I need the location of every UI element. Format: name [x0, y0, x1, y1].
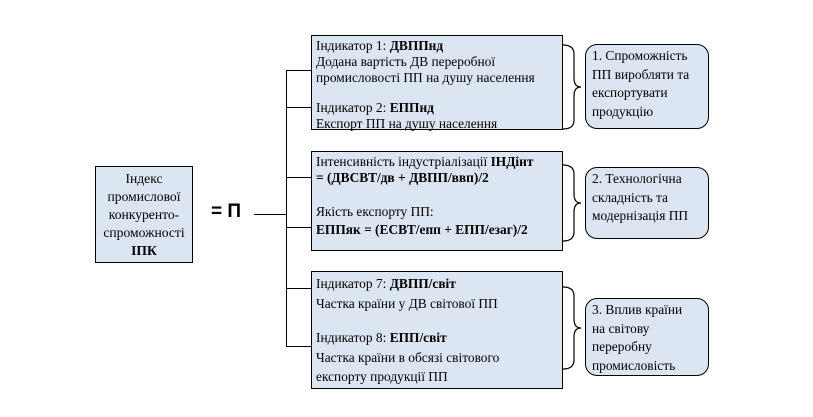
result-3-line: переробну — [592, 339, 652, 354]
indicator-group-2-box: Інтенсивність індустріалізації ІНДінт = … — [311, 151, 563, 251]
indicator-1-desc: промисловості ПП на душу населення — [316, 70, 535, 85]
connector-branch — [286, 288, 312, 289]
indicator-8-desc: експорту продукції ПП — [316, 369, 448, 384]
indicator-2-title: Індикатор 2: ЕППнд — [316, 100, 434, 115]
result-3-line: промисловість — [592, 357, 676, 373]
index-label-line: спроможності — [103, 225, 185, 240]
industrialization-intensity-formula: = (ДВСВТ/дв + ДВПП/ввп)/2 — [316, 170, 489, 185]
connector-branch — [286, 227, 312, 228]
result-box-1: 1. Спроможність ПП виробляти та експорту… — [585, 44, 709, 129]
brace-1 — [562, 44, 582, 130]
index-label-line: промислової — [107, 189, 181, 204]
indicator-1-desc: Додана вартість ДВ переробної — [316, 54, 496, 69]
index-box: Індекс промислової конкуренто- спроможно… — [95, 166, 193, 263]
result-1-line: 1. Спроможність — [592, 48, 688, 63]
connector-branch — [286, 346, 312, 347]
result-2-line: 2. Технологічна — [592, 171, 682, 186]
indicator-8-title: Індикатор 8: ЕПП/світ — [316, 330, 447, 345]
indicator-8-desc: Частка країни в обсязі світового — [316, 350, 500, 365]
indicator-group-1-box: Індикатор 1: ДВППнд Додана вартість ДВ п… — [311, 35, 563, 131]
connector-branch — [286, 107, 312, 108]
result-3-line: на світову — [592, 320, 650, 336]
connector-branch — [286, 177, 312, 178]
result-box-3: 3. Вплив країни на світову переробну про… — [585, 298, 709, 376]
index-label-line: конкуренто- — [108, 207, 180, 222]
indicator-2-desc: Експорт ПП на душу населення — [316, 116, 498, 131]
result-box-2: 2. Технологічна складність та модернізац… — [585, 167, 709, 239]
export-quality-title: Якість експорту ПП: — [316, 204, 434, 219]
connector-main-horizontal — [254, 214, 287, 215]
indicator-1-title: Індикатор 1: ДВППнд — [316, 38, 444, 53]
result-2-line: модернізація ПП — [592, 208, 689, 223]
connector-vertical-trunk — [286, 70, 287, 347]
index-label-line: Індекс — [125, 171, 163, 186]
result-1-line: експортувати — [592, 85, 668, 100]
result-2-line: складність та — [592, 189, 668, 205]
brace-3 — [562, 286, 582, 370]
connector-branch — [286, 70, 312, 71]
indicator-group-3-box: Індикатор 7: ДВПП/світ Частка країни у Д… — [311, 271, 563, 389]
result-1-line: продукцію — [592, 103, 654, 119]
industrialization-intensity-title: Інтенсивність індустріалізації ІНДінт — [316, 154, 534, 169]
result-1-line: ПП виробляти та — [592, 66, 690, 82]
index-abbreviation: ІПК — [131, 243, 157, 258]
equals-label: = П — [211, 201, 242, 222]
result-3-line: 3. Вплив країни — [592, 302, 683, 317]
brace-2 — [562, 164, 582, 242]
indicator-7-desc: Частка країни у ДВ світової ПП — [316, 296, 498, 311]
indicator-7-title: Індикатор 7: ДВПП/світ — [316, 276, 456, 291]
export-quality-formula: ЕППяк = (ЕСВТ/епп + ЕПП/езаг)/2 — [316, 222, 528, 237]
